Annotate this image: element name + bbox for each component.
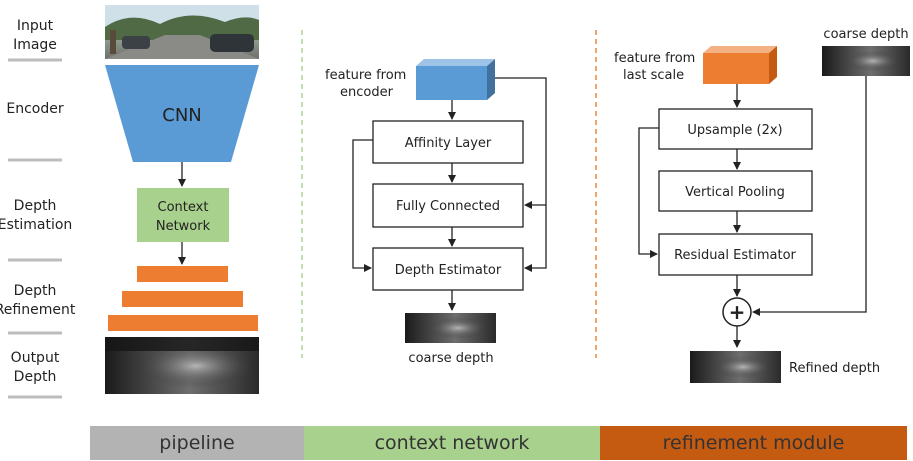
context-network-box — [137, 188, 229, 242]
refined-depth-image — [690, 351, 781, 383]
rm-skip-left — [638, 127, 659, 258]
upsample-box — [658, 108, 813, 150]
stage-label-depth-est-1: Depth — [14, 198, 57, 214]
refinement-section: feature from last scale coarse depth Ups… — [614, 27, 910, 383]
context-network-label-1: Context — [158, 200, 209, 215]
sum-node-plus: + — [729, 300, 746, 324]
stage-label-depth-est-2: Estimation — [0, 217, 72, 233]
vertical-pooling-label: Vertical Pooling — [685, 185, 785, 200]
cn-feature-label-2: encoder — [340, 85, 394, 100]
cn-coarse-depth-image — [405, 313, 496, 343]
stage-separators — [8, 58, 62, 399]
cn-feature-cube — [416, 59, 495, 100]
rm-coarse-to-sum — [752, 76, 867, 316]
stage-label-encoder: Encoder — [6, 101, 63, 117]
stage-label-depth-ref-2: Refinement — [0, 302, 76, 318]
refined-depth-label: Refined depth — [789, 361, 880, 376]
rm-feature-label-1: feature from — [614, 51, 695, 66]
fully-connected-box — [372, 183, 524, 228]
footer-refinement-label: refinement module — [662, 432, 845, 454]
refinement-bar-1 — [137, 266, 228, 282]
refinement-bar-2 — [122, 291, 243, 307]
refinement-bar-3 — [108, 315, 258, 331]
footer-refinement-bar: refinement module — [600, 426, 907, 460]
footer-context-label: context network — [374, 432, 530, 454]
vertical-pooling-box — [658, 170, 813, 212]
stage-label-input-1: Input — [17, 18, 54, 34]
rm-coarse-depth-image — [822, 46, 910, 76]
output-depth-image — [105, 337, 259, 394]
rm-feature-label-2: last scale — [623, 68, 684, 83]
stage-label-input-2: Image — [13, 37, 57, 53]
depth-estimator-label: Depth Estimator — [395, 263, 502, 278]
context-network-label-2: Network — [156, 219, 211, 234]
cn-coarse-depth-label: coarse depth — [408, 351, 493, 366]
stage-label-output-2: Depth — [14, 369, 57, 385]
footer-context-bar: context network — [304, 426, 600, 460]
affinity-layer-box — [372, 120, 524, 164]
affinity-layer-label: Affinity Layer — [405, 136, 492, 151]
fully-connected-label: Fully Connected — [396, 199, 500, 214]
depth-estimator-box — [372, 247, 524, 291]
rm-coarse-depth-label: coarse depth — [823, 27, 908, 42]
pipeline-section: Input Image Encoder Depth Estimation Dep… — [0, 5, 259, 399]
stage-label-depth-ref-1: Depth — [14, 283, 57, 299]
cn-feature-label-1: feature from — [325, 68, 406, 83]
footer-pipeline-bar: pipeline — [90, 426, 304, 460]
cnn-label: CNN — [162, 105, 202, 126]
residual-estimator-label: Residual Estimator — [674, 248, 796, 263]
residual-estimator-box — [658, 233, 813, 276]
rm-feature-cube — [703, 46, 777, 84]
input-image — [105, 5, 259, 59]
cnn-encoder — [105, 65, 259, 162]
footer-pipeline-label: pipeline — [159, 432, 235, 454]
stage-label-output-1: Output — [11, 350, 60, 366]
upsample-label: Upsample (2x) — [687, 123, 782, 138]
cn-skip-right — [495, 77, 547, 272]
context-network-section: feature from encoder Affinity Layer Full… — [325, 59, 547, 366]
cn-skip-left — [352, 139, 373, 272]
